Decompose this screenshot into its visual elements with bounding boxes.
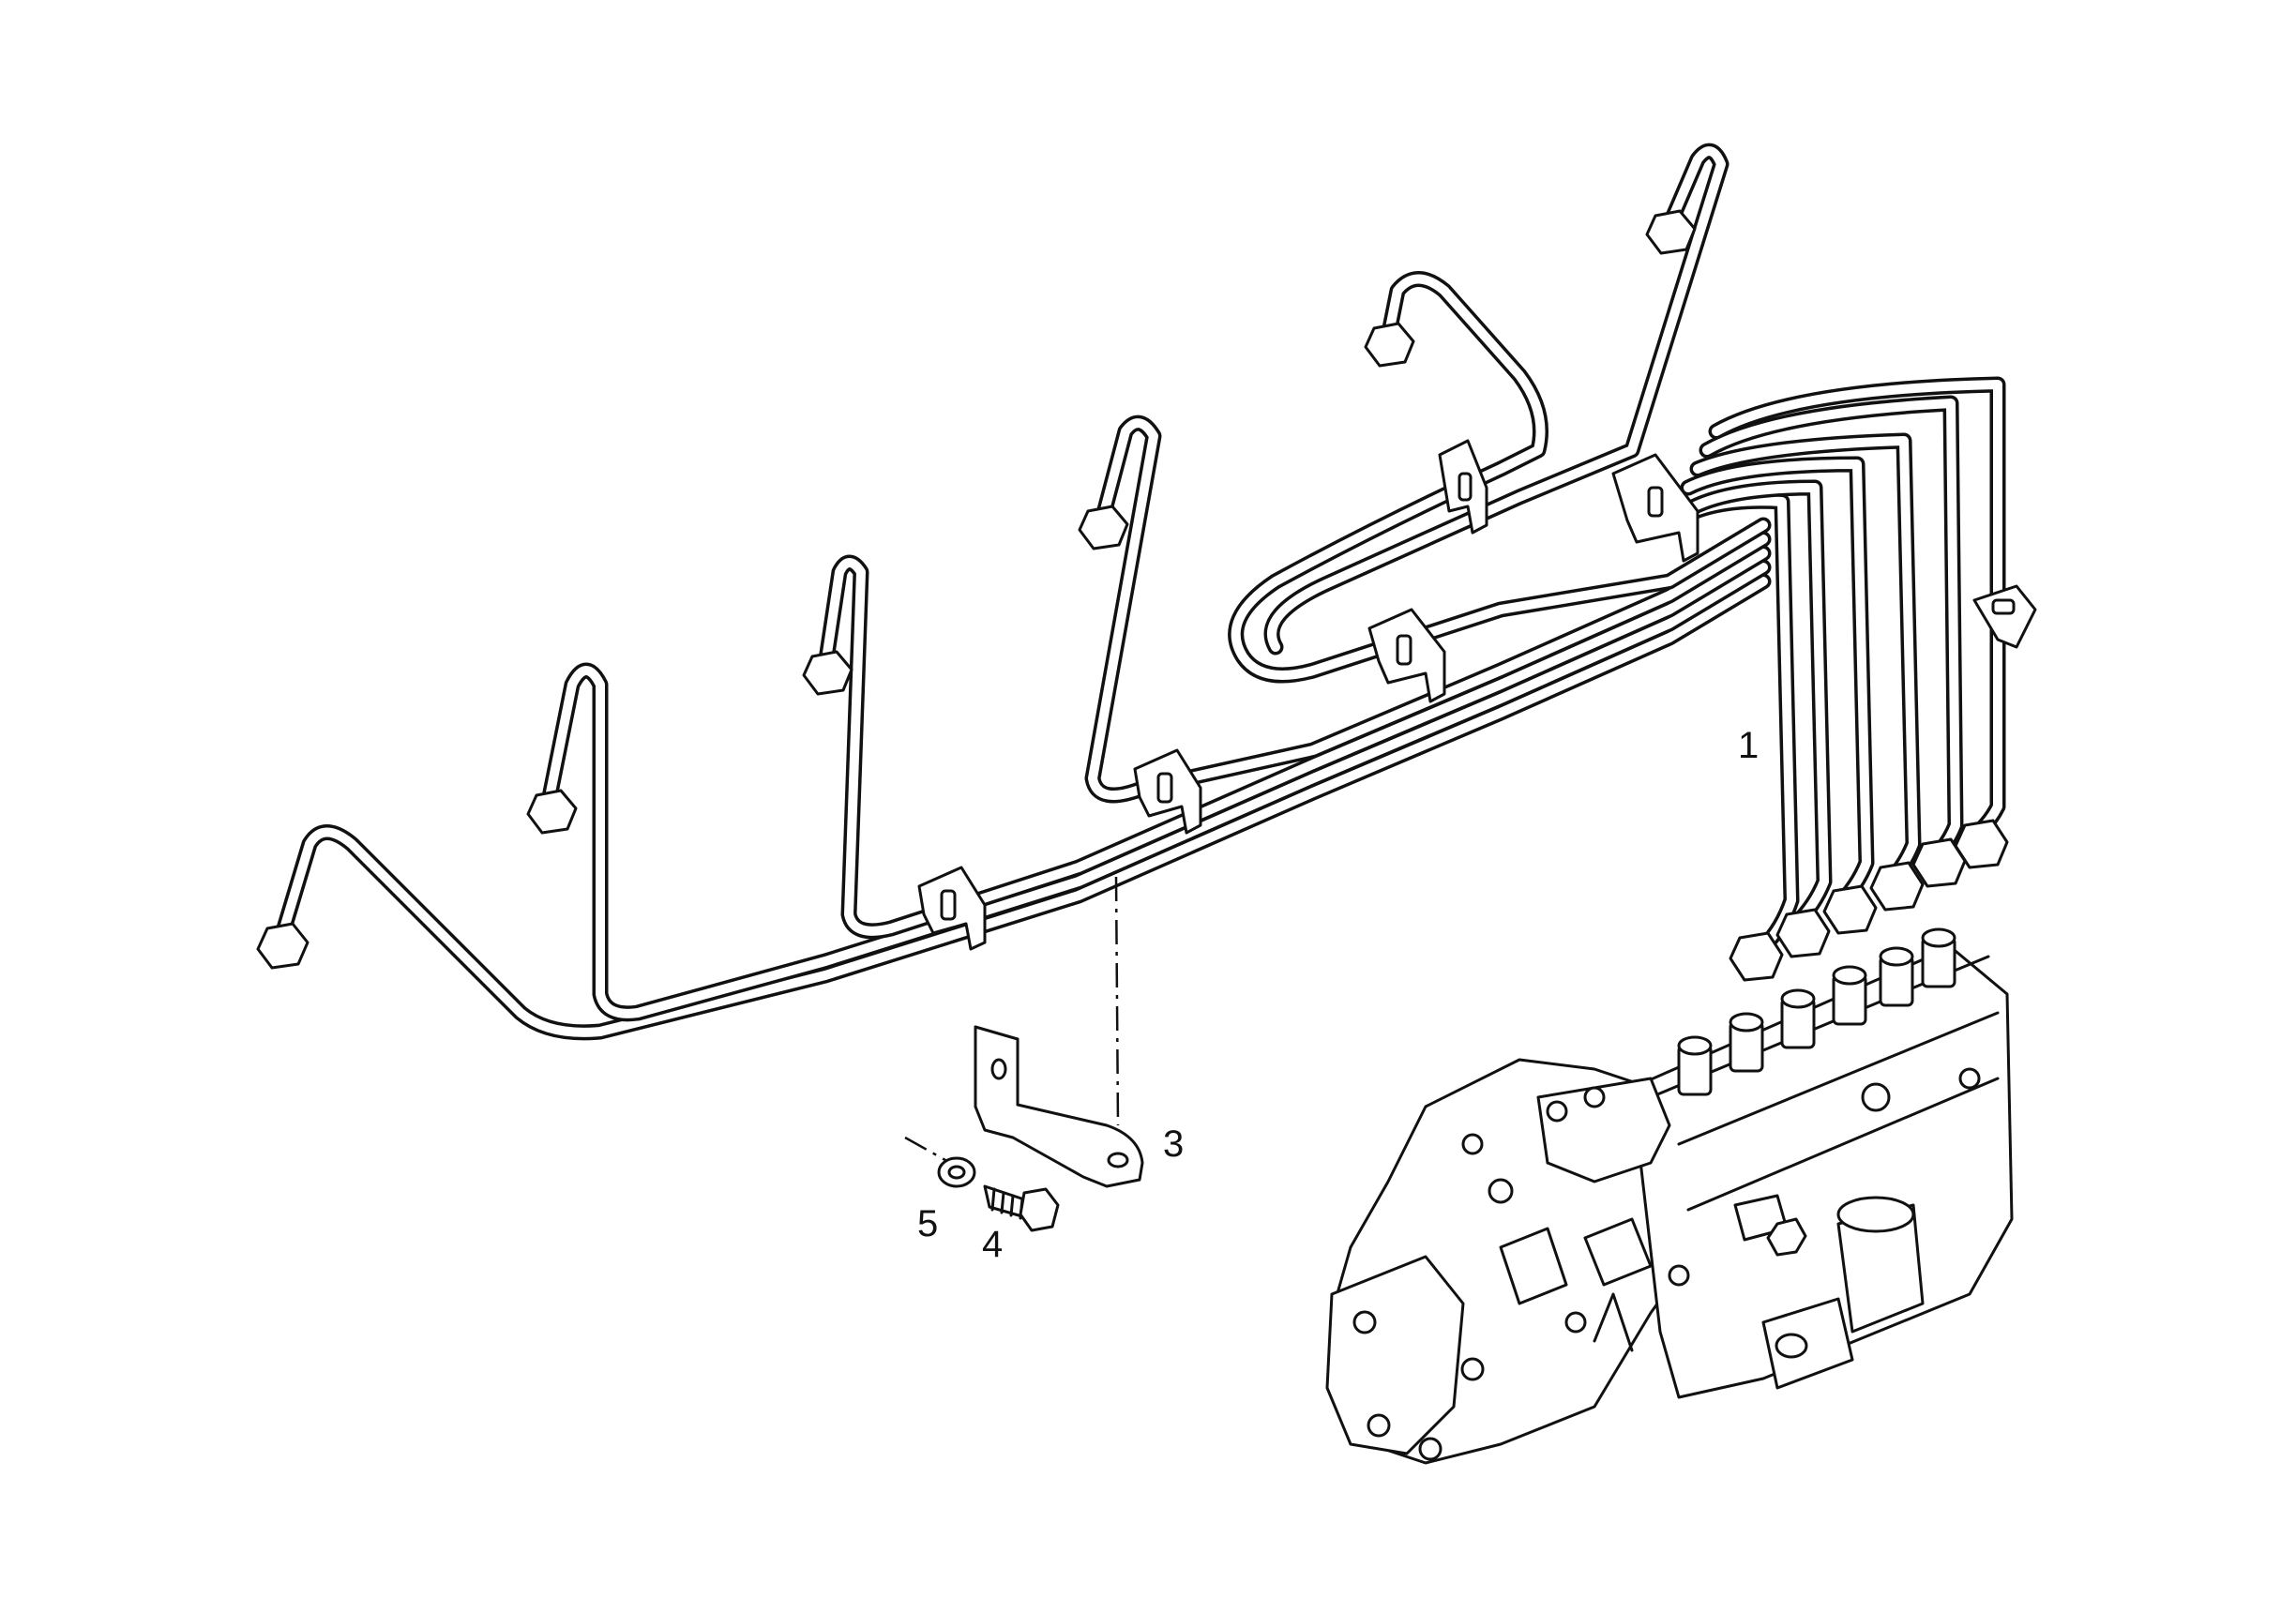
washer	[937, 1156, 976, 1188]
pipe-clamp-4	[1438, 439, 1488, 535]
mounting-bracket	[974, 1025, 1144, 1188]
injection-pump	[1325, 927, 2014, 1465]
fuel-filter	[1836, 1196, 1925, 1334]
injection-pipe-3	[817, 545, 1772, 940]
housing-bolts	[1352, 1067, 1981, 1461]
injection-pipe-2	[540, 559, 1772, 1022]
feed-pump	[1761, 1297, 1854, 1390]
hex-screw	[983, 1184, 1060, 1232]
pipe-clamp-5	[1611, 453, 1699, 563]
callout-3: 3	[1163, 1123, 1184, 1165]
union-nuts-injector-side	[256, 209, 1697, 970]
injection-pipe-1	[273, 573, 1772, 1041]
pipe-clamp-1	[917, 866, 987, 951]
callout-4: 4	[982, 1224, 1003, 1265]
inlet-fitting	[1733, 1194, 1807, 1257]
injection-pipe-5	[1228, 271, 1772, 684]
callout-5: 5	[917, 1203, 938, 1244]
delivery-valve-holders	[1677, 927, 1956, 1096]
injection-pipe-6	[1263, 143, 1730, 656]
callout-1: 1	[1738, 725, 1759, 766]
pipe-clamp-6	[1972, 584, 2037, 649]
pipe-clamp-3	[1367, 608, 1446, 703]
union-nuts-pump-side	[1729, 819, 2009, 982]
pipe-clamp-2	[1133, 748, 1202, 835]
injection-pipe-set	[256, 143, 2037, 1041]
